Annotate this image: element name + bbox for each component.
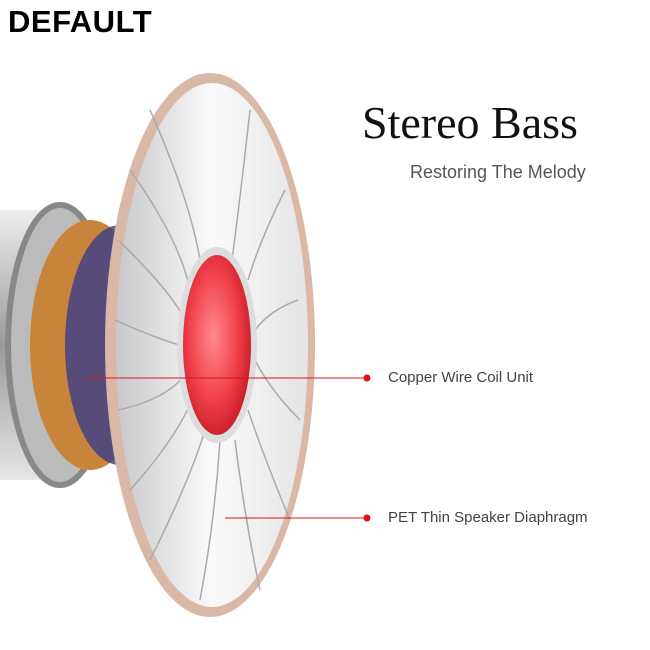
product-title: Stereo Bass xyxy=(362,97,578,148)
default-badge: DEFAULT xyxy=(8,4,153,39)
callout-pet-diaphragm: PET Thin Speaker Diaphragm xyxy=(388,509,588,526)
product-subtitle: Restoring The Melody xyxy=(410,162,586,182)
callout-dot-coil xyxy=(363,374,371,382)
red-dome xyxy=(183,255,251,435)
callout-copper-coil: Copper Wire Coil Unit xyxy=(388,369,534,386)
callout-dot-diaphragm xyxy=(363,514,371,522)
